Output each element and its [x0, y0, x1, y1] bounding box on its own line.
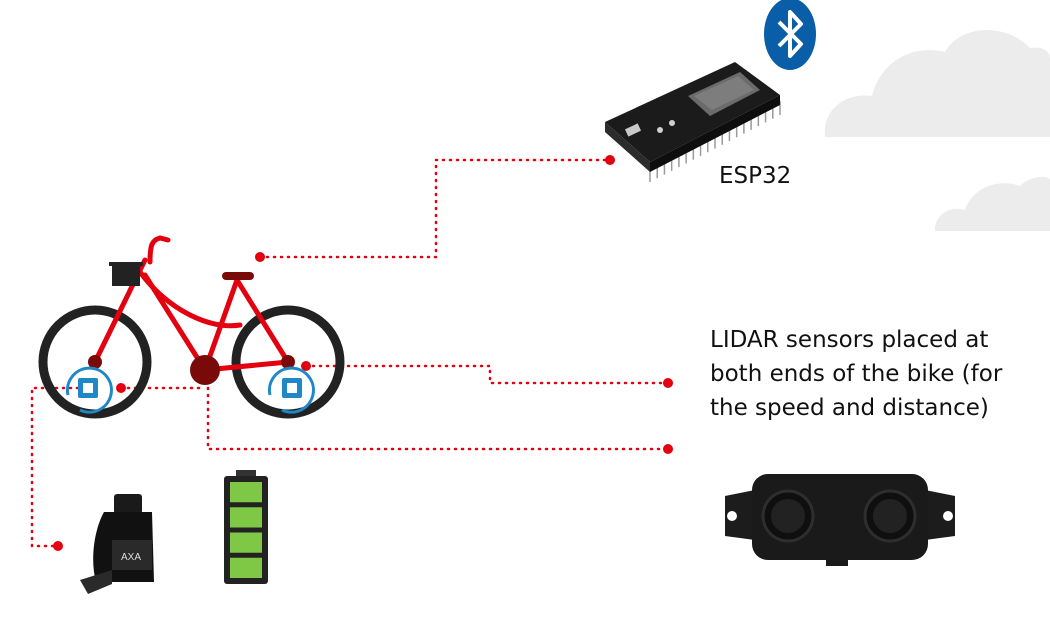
chip-icon-rear [267, 366, 315, 414]
battery-segment [230, 507, 262, 528]
esp32-label: ESP32 [719, 163, 792, 189]
connector-endpoints [53, 155, 673, 551]
connector-lines [30, 158, 670, 548]
connector-rear-sensor-to-lidar [304, 364, 670, 385]
esp32-board [605, 62, 781, 182]
cloud-icon-large [824, 30, 1050, 137]
battery-icon [224, 470, 268, 584]
battery-segments [230, 482, 262, 578]
rear-wheel [231, 305, 345, 419]
lidar-description-line-1: LIDAR sensors placed at [710, 327, 989, 353]
bicycle [38, 235, 345, 419]
connector-hub-to-dynamo [30, 386, 94, 548]
dynamo-brand-text: AXA [121, 552, 141, 563]
lidar-description-line-3: the speed and distance) [710, 395, 989, 421]
bluetooth-icon [764, 0, 816, 70]
lidar-description-line-2: both ends of the bike (for [710, 361, 1003, 387]
battery-segment [230, 482, 262, 503]
battery-segment [230, 557, 262, 578]
front-wheel [38, 305, 152, 419]
chip-icon-front [65, 366, 113, 414]
cloud-icon-small [934, 176, 1050, 231]
connector-pedal-to-lidar [206, 386, 670, 451]
dynamo: AXA [80, 494, 154, 594]
battery-segment [230, 532, 262, 553]
connector-bike-to-esp32 [258, 158, 612, 259]
lidar-sensor [725, 474, 955, 566]
lidar-description: LIDAR sensors placed at both ends of the… [710, 323, 1040, 425]
